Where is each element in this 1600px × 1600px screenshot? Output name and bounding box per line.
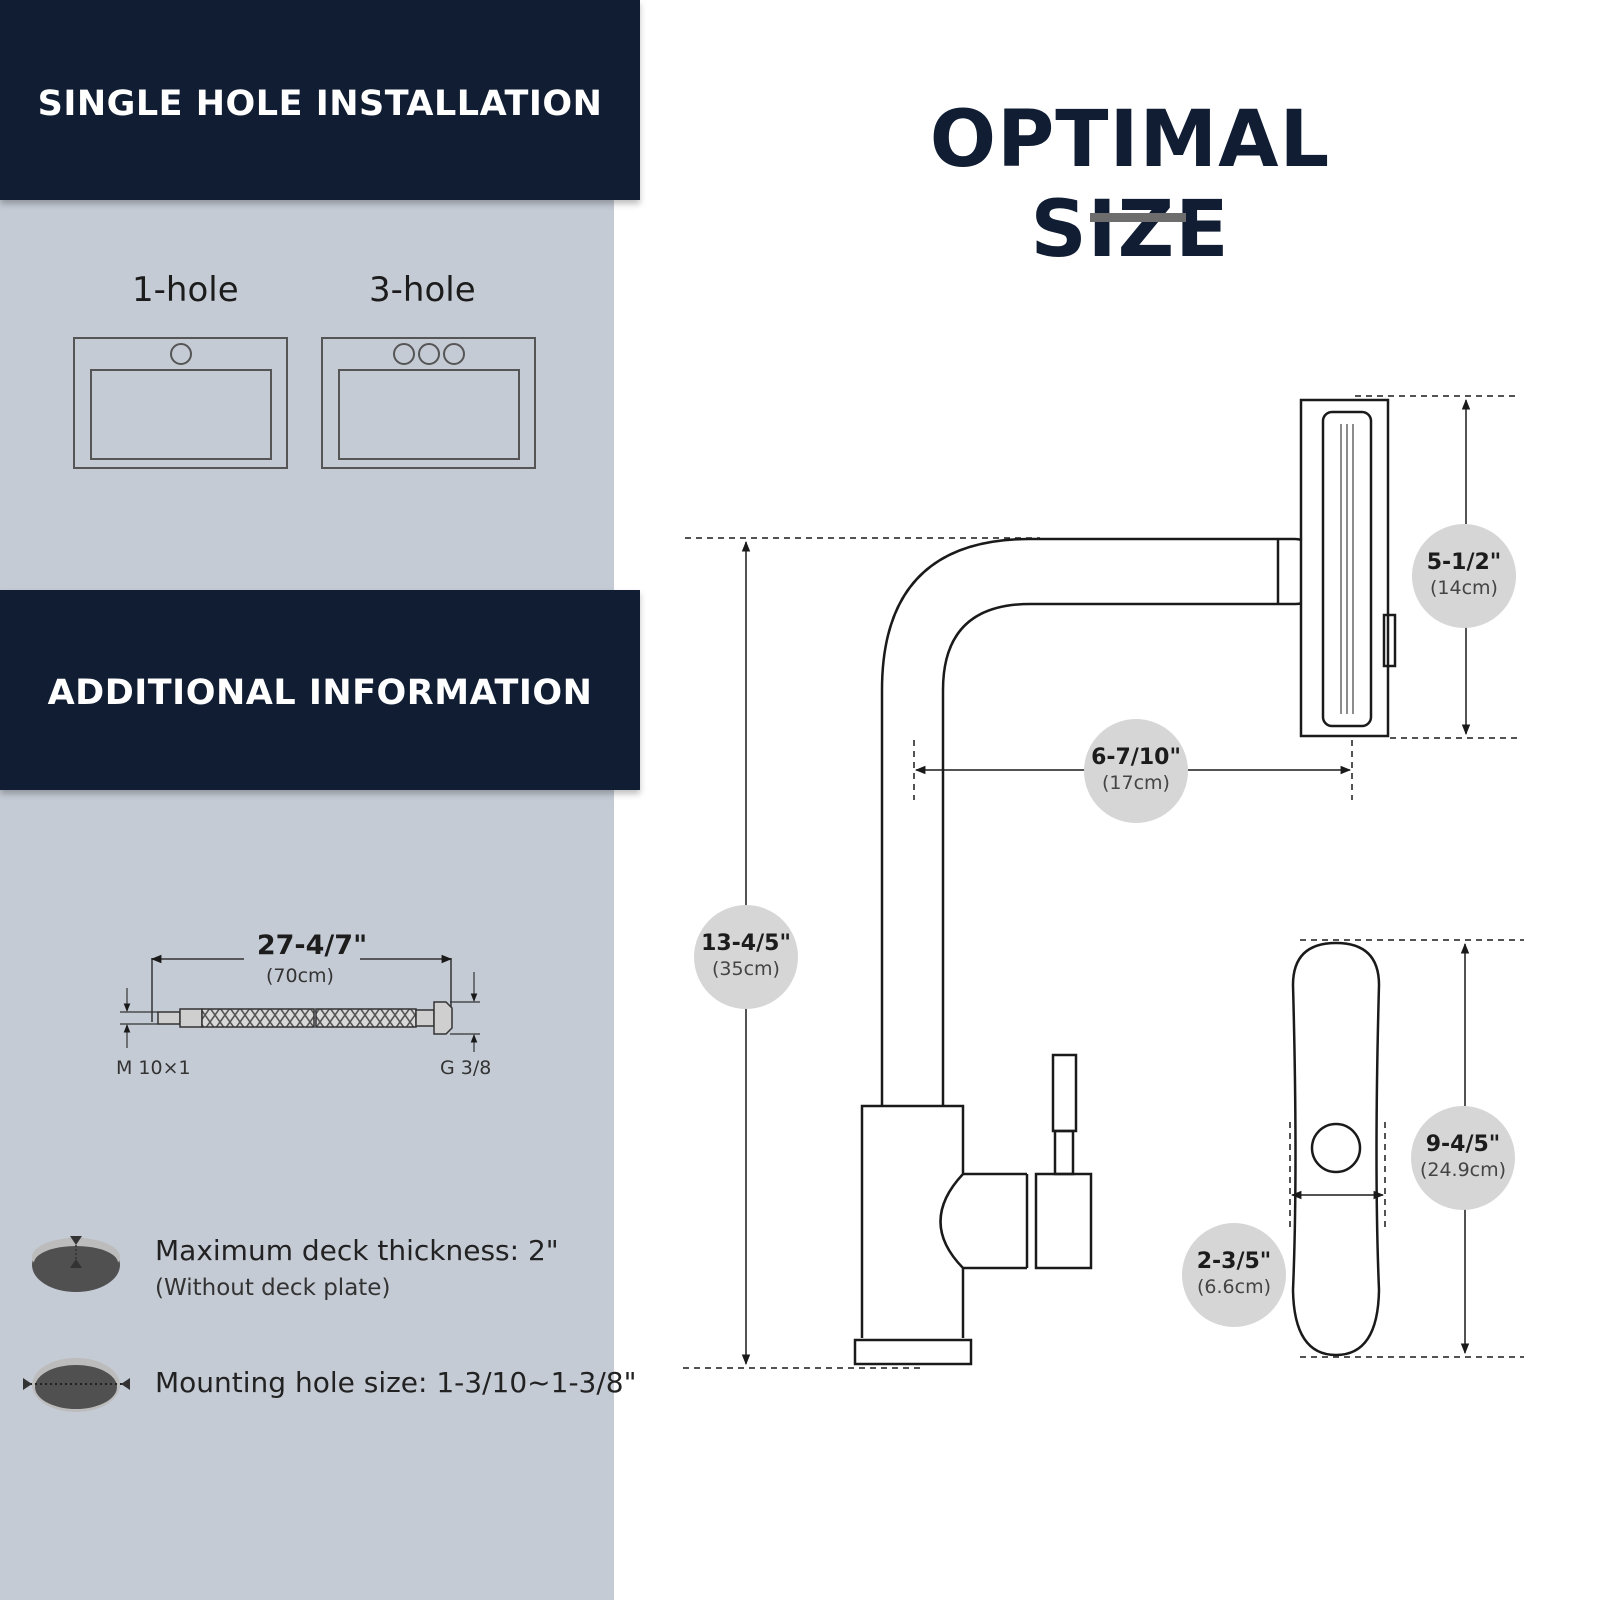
faucet-drawing bbox=[853, 398, 1397, 1366]
hose-icon bbox=[120, 954, 480, 1052]
height-cm: (35cm) bbox=[712, 958, 780, 980]
head-badge: 5-1/2" (14cm) bbox=[1412, 524, 1516, 628]
additional-info-heading: ADDITIONAL INFORMATION bbox=[47, 673, 593, 713]
page-title: OPTIMAL SIZE bbox=[929, 95, 1331, 275]
additional-info-banner bbox=[0, 590, 640, 790]
hose-length-inch: 27-4/7" bbox=[256, 930, 368, 961]
hose-left-thread: M 10×1 bbox=[116, 1057, 191, 1079]
head-cm: (14cm) bbox=[1430, 577, 1498, 599]
deck-plate-length-badge: 9-4/5" (24.9cm) bbox=[1411, 1106, 1515, 1210]
mounting-hole-text: Mounting hole size: 1-3/10~1-3/8" bbox=[155, 1366, 637, 1399]
deck-plate-drawing bbox=[1291, 941, 1381, 1357]
one-hole-sink-icon bbox=[73, 337, 288, 469]
deck-plate-length-inch: 9-4/5" bbox=[1425, 1132, 1501, 1157]
one-hole-label: 1-hole bbox=[132, 270, 239, 310]
reach-cm: (17cm) bbox=[1102, 772, 1170, 794]
three-hole-sink-icon bbox=[321, 337, 536, 469]
reach-badge: 6-7/10" (17cm) bbox=[1084, 719, 1188, 823]
height-inch: 13-4/5" bbox=[701, 931, 791, 956]
deck-plate-length-cm: (24.9cm) bbox=[1419, 1159, 1507, 1181]
mounting-hole-icon bbox=[23, 1358, 130, 1412]
deck-plate-width-inch: 2-3/5" bbox=[1196, 1249, 1272, 1274]
hose-length-cm: (70cm) bbox=[266, 965, 334, 987]
installation-banner bbox=[0, 0, 640, 200]
installation-heading: SINGLE HOLE INSTALLATION bbox=[37, 84, 603, 124]
deck-thickness-icon bbox=[32, 1236, 120, 1292]
height-badge: 13-4/5" (35cm) bbox=[694, 905, 798, 1009]
title-underline bbox=[1090, 213, 1186, 222]
head-inch: 5-1/2" bbox=[1426, 550, 1502, 575]
three-hole-label: 3-hole bbox=[369, 270, 476, 310]
dimension-lines bbox=[683, 395, 1524, 1369]
left-panel bbox=[0, 0, 614, 1600]
deck-plate-width-cm: (6.6cm) bbox=[1197, 1276, 1271, 1298]
hose-right-thread: G 3/8 bbox=[440, 1057, 492, 1079]
reach-inch: 6-7/10" bbox=[1091, 745, 1181, 770]
deck-plate-width-badge: 2-3/5" (6.6cm) bbox=[1182, 1223, 1286, 1327]
deck-thickness-note: (Without deck plate) bbox=[155, 1275, 391, 1301]
deck-thickness-text: Maximum deck thickness: 2" bbox=[155, 1234, 559, 1267]
